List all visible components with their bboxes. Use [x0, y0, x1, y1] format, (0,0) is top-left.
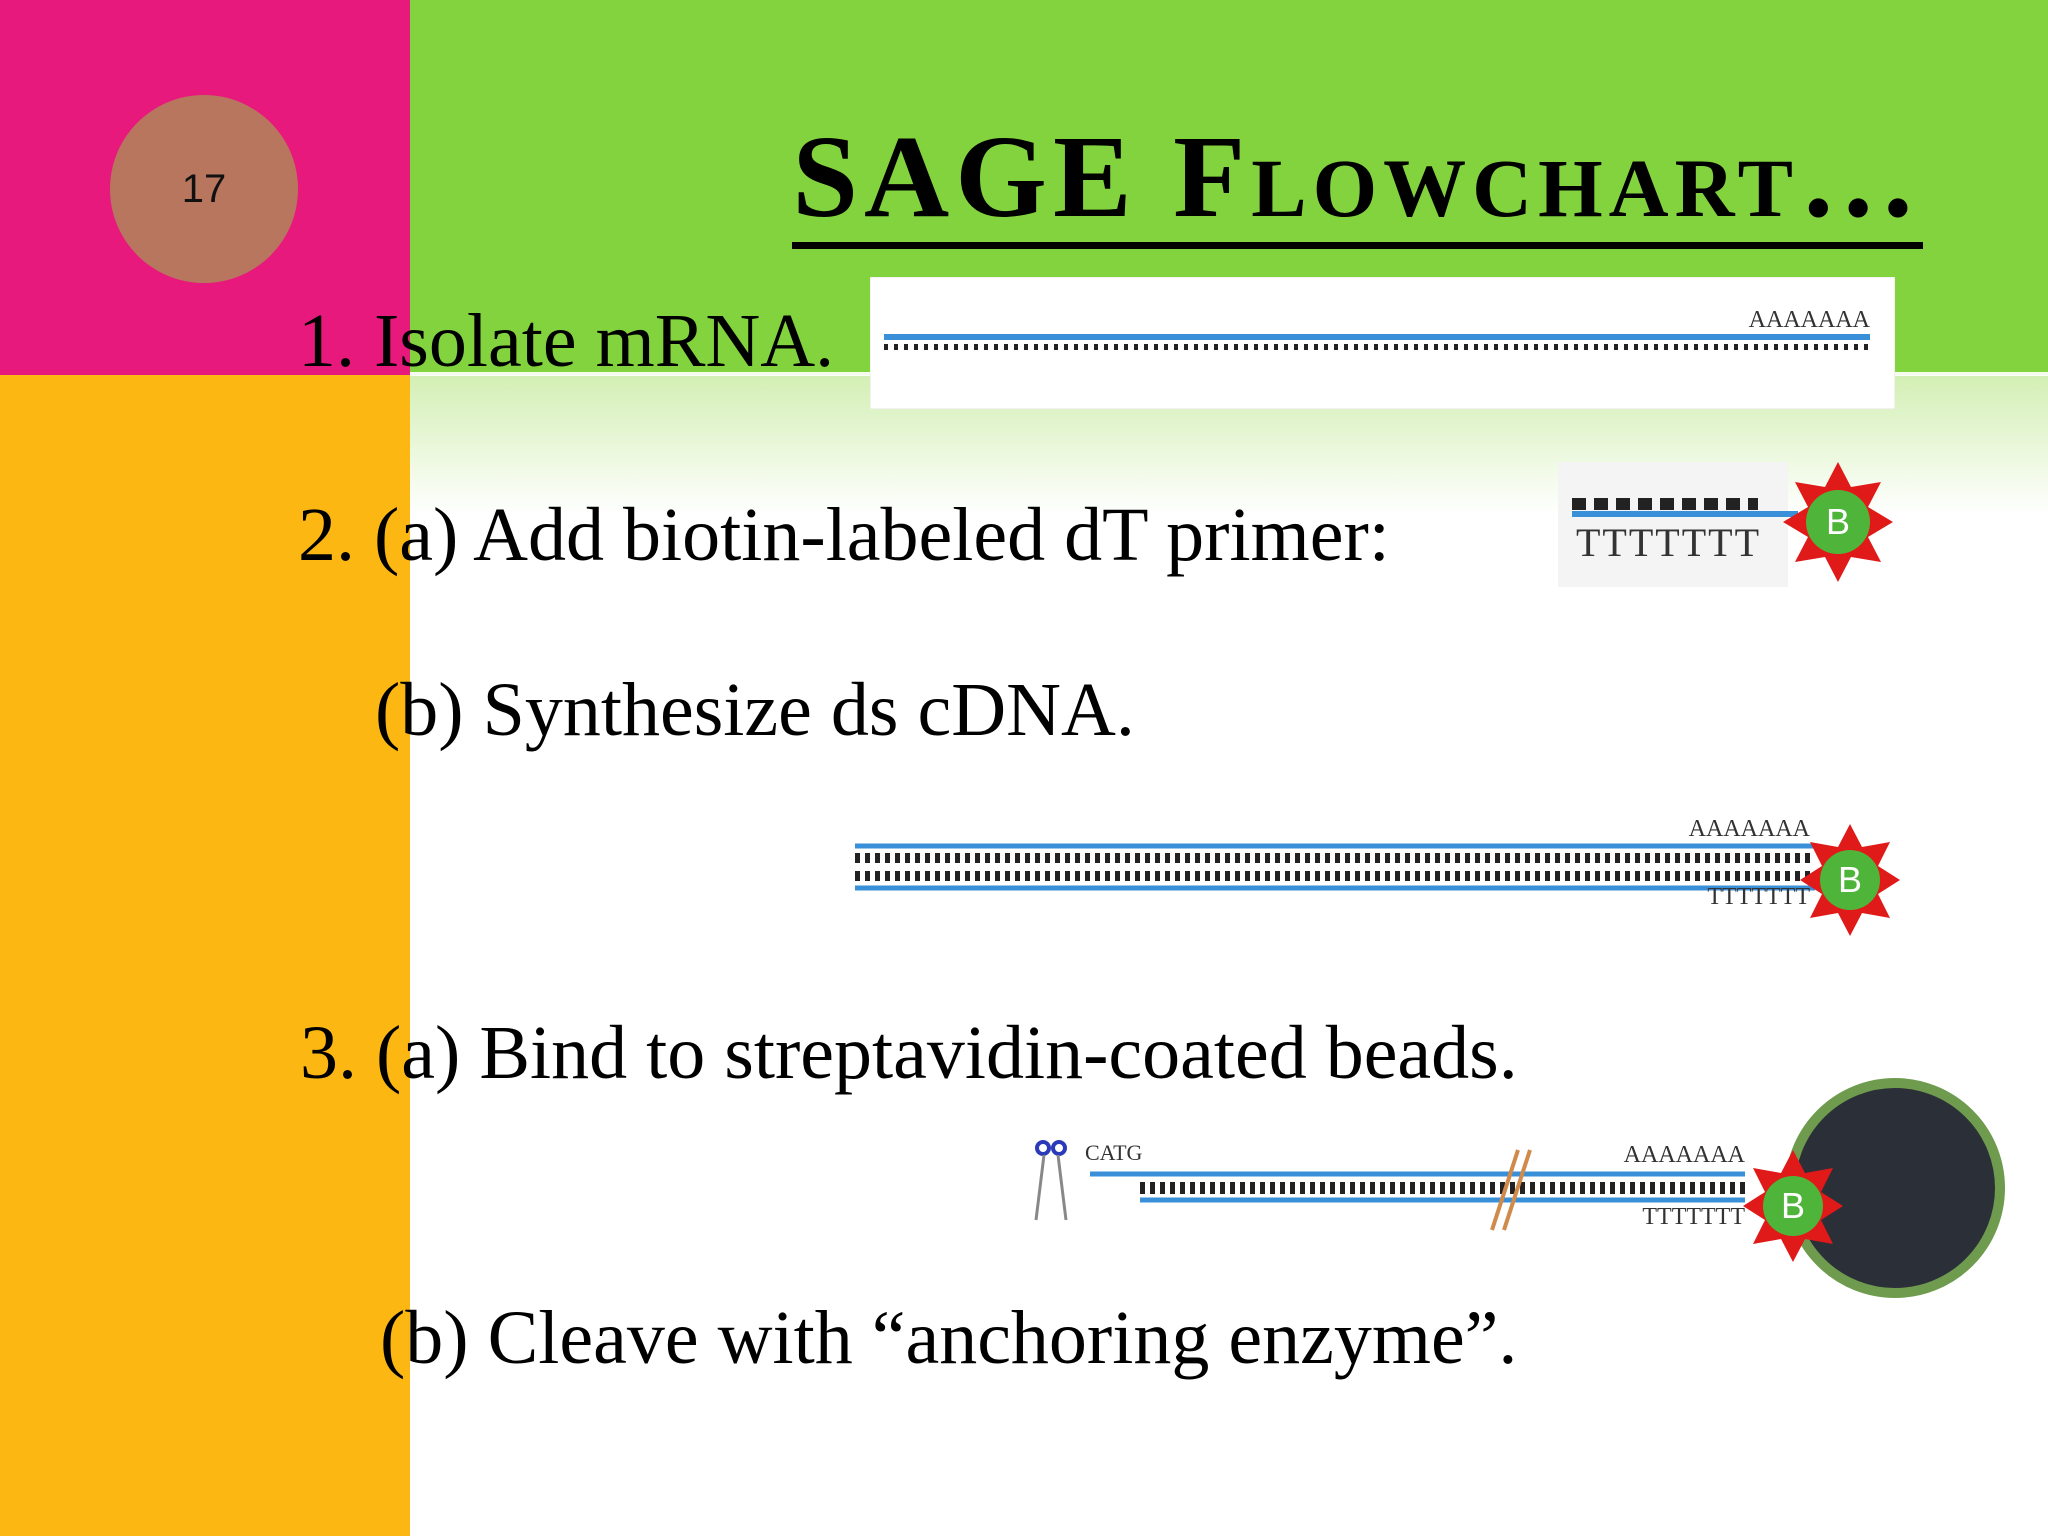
scissors-icon [1034, 1140, 1068, 1221]
step-2b-synthesize-cdna: (b) Synthesize ds cDNA. [375, 668, 1135, 752]
bead-poly-a-label: AAAAAAA [1624, 1142, 1746, 1168]
bead-poly-t-label: TTTTTTT [1642, 1204, 1745, 1230]
mrna-strand-figure: AAAAAAA [870, 277, 1895, 409]
step-3a-bind-beads: 3. (a) Bind to streptavidin-coated beads… [300, 1011, 1518, 1095]
cdna-poly-t-label: TTTTTTT [1707, 884, 1810, 910]
poly-t-label: TTTTTTT [1576, 520, 1761, 565]
biotin-primer-figure: TTTTTTT B [1558, 462, 1898, 592]
ds-cdna-figure: AAAAAAA TTTTTTT B [850, 800, 1900, 940]
step-1-isolate-mrna: 1. Isolate mRNA. [298, 299, 835, 383]
catg-site-label: CATG [1085, 1140, 1143, 1165]
yellow-panel [0, 375, 410, 1536]
cdna-biotin-label: B [1838, 859, 1862, 900]
poly-a-label: AAAAAAA [1749, 307, 1871, 333]
bead-binding-figure: CATG AAAAAAA TTTTTTT B [1030, 1070, 2010, 1310]
step-3b-cleave: (b) Cleave with “anchoring enzyme”. [380, 1296, 1518, 1380]
bead-biotin-label: B [1781, 1185, 1805, 1226]
slide-title: SAGE Flowchart… [792, 118, 1923, 249]
slide-number: 17 [110, 95, 298, 283]
cdna-poly-a-label: AAAAAAA [1689, 816, 1811, 842]
step-2a-add-primer: 2. (a) Add biotin-labeled dT primer: [298, 493, 1390, 577]
biotin-label: B [1826, 501, 1850, 542]
